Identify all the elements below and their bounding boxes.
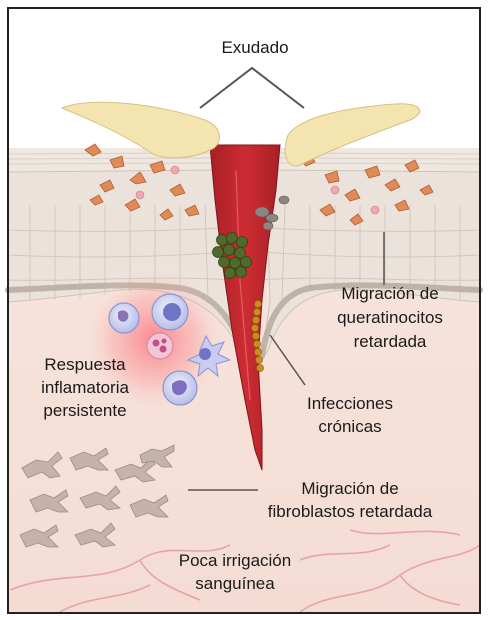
label-fibroblastos-line1: Migración de: [260, 478, 440, 500]
label-infecciones-line2: crónicas: [300, 416, 400, 438]
label-exudado: Exudado: [200, 37, 310, 59]
label-inflamatoria-line1: Respuesta: [25, 354, 145, 376]
label-queratinocitos-line2: queratinocitos: [305, 307, 475, 329]
label-irrigacion-line2: sanguínea: [160, 573, 310, 595]
label-irrigacion-line1: Poca irrigación: [160, 550, 310, 572]
label-infecciones-line1: Infecciones: [300, 393, 400, 415]
label-inflamatoria-line2: inflamatoria: [25, 377, 145, 399]
label-queratinocitos-line3: retardada: [305, 331, 475, 353]
label-inflamatoria-line3: persistente: [25, 400, 145, 422]
label-fibroblastos-line2: fibroblastos retardada: [260, 501, 440, 523]
label-queratinocitos-line1: Migración de: [305, 283, 475, 305]
